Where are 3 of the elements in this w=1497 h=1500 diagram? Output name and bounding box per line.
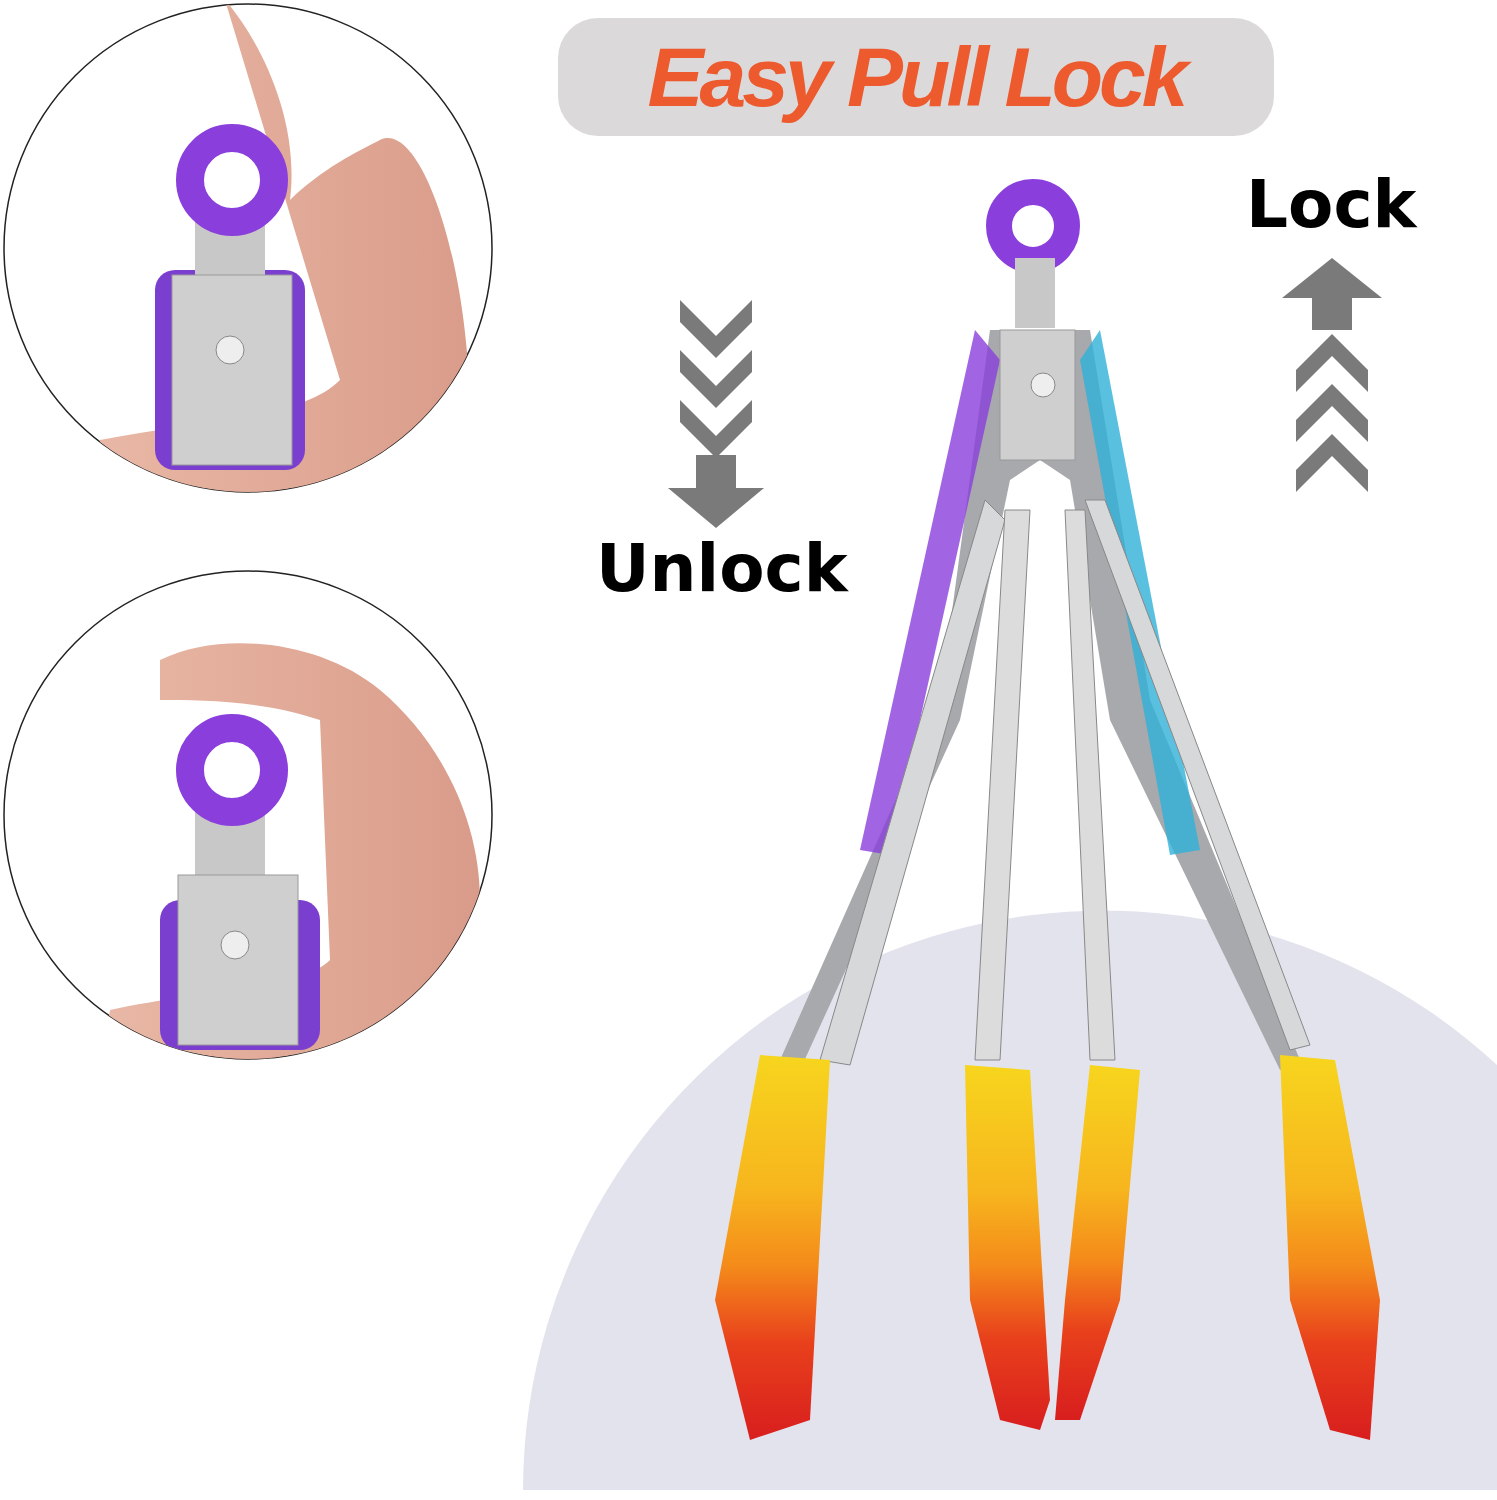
lock-label: Lock — [1246, 166, 1417, 243]
title-banner: Easy Pull Lock — [558, 18, 1274, 136]
unlock-label: Unlock — [596, 530, 848, 607]
